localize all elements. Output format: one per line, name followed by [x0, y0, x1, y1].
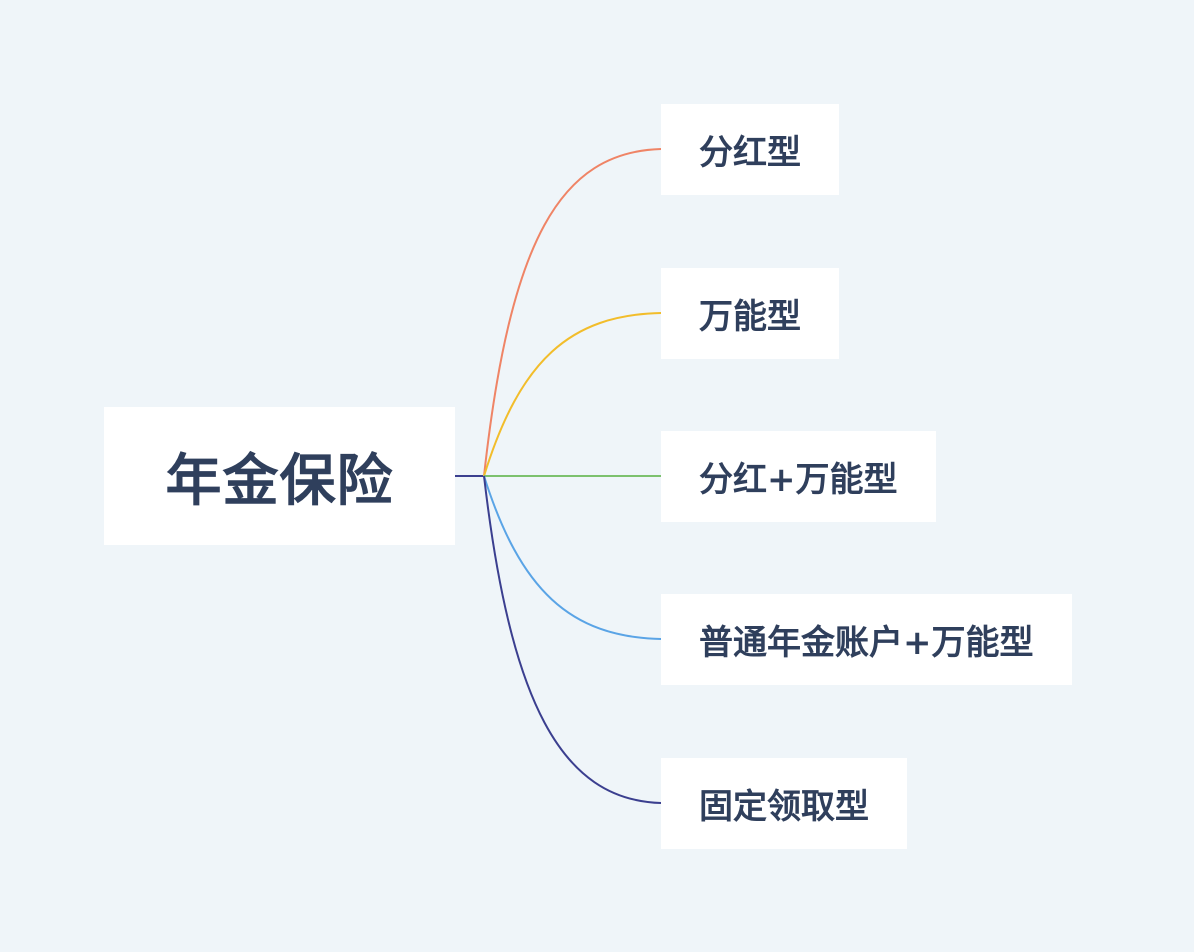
- branch-node-fenhong[interactable]: 分红型: [661, 104, 839, 195]
- root-node-annuity-insurance[interactable]: 年金保险: [104, 407, 455, 545]
- branch-node-label: 分红+万能型: [699, 460, 898, 500]
- branch-node-label: 普通年金账户+万能型: [699, 623, 1034, 663]
- branch-node-fenhong-wanneng[interactable]: 分红+万能型: [661, 431, 936, 522]
- branch-node-label: 固定领取型: [699, 787, 869, 827]
- branch-node-label: 分红型: [699, 133, 801, 173]
- branch-connector-annuity-account: [483, 475, 662, 640]
- root-node-label: 年金保险: [165, 448, 394, 514]
- branch-node-wanneng[interactable]: 万能型: [661, 268, 839, 359]
- branch-node-annuity-account-wanneng[interactable]: 普通年金账户+万能型: [661, 594, 1072, 685]
- branch-node-fixed-payout[interactable]: 固定领取型: [661, 758, 907, 849]
- branch-connector-fixed-payout: [483, 475, 662, 804]
- branch-connector-fenhong: [483, 148, 662, 477]
- branch-connector-wanneng: [483, 312, 662, 477]
- branch-node-label: 万能型: [699, 297, 801, 337]
